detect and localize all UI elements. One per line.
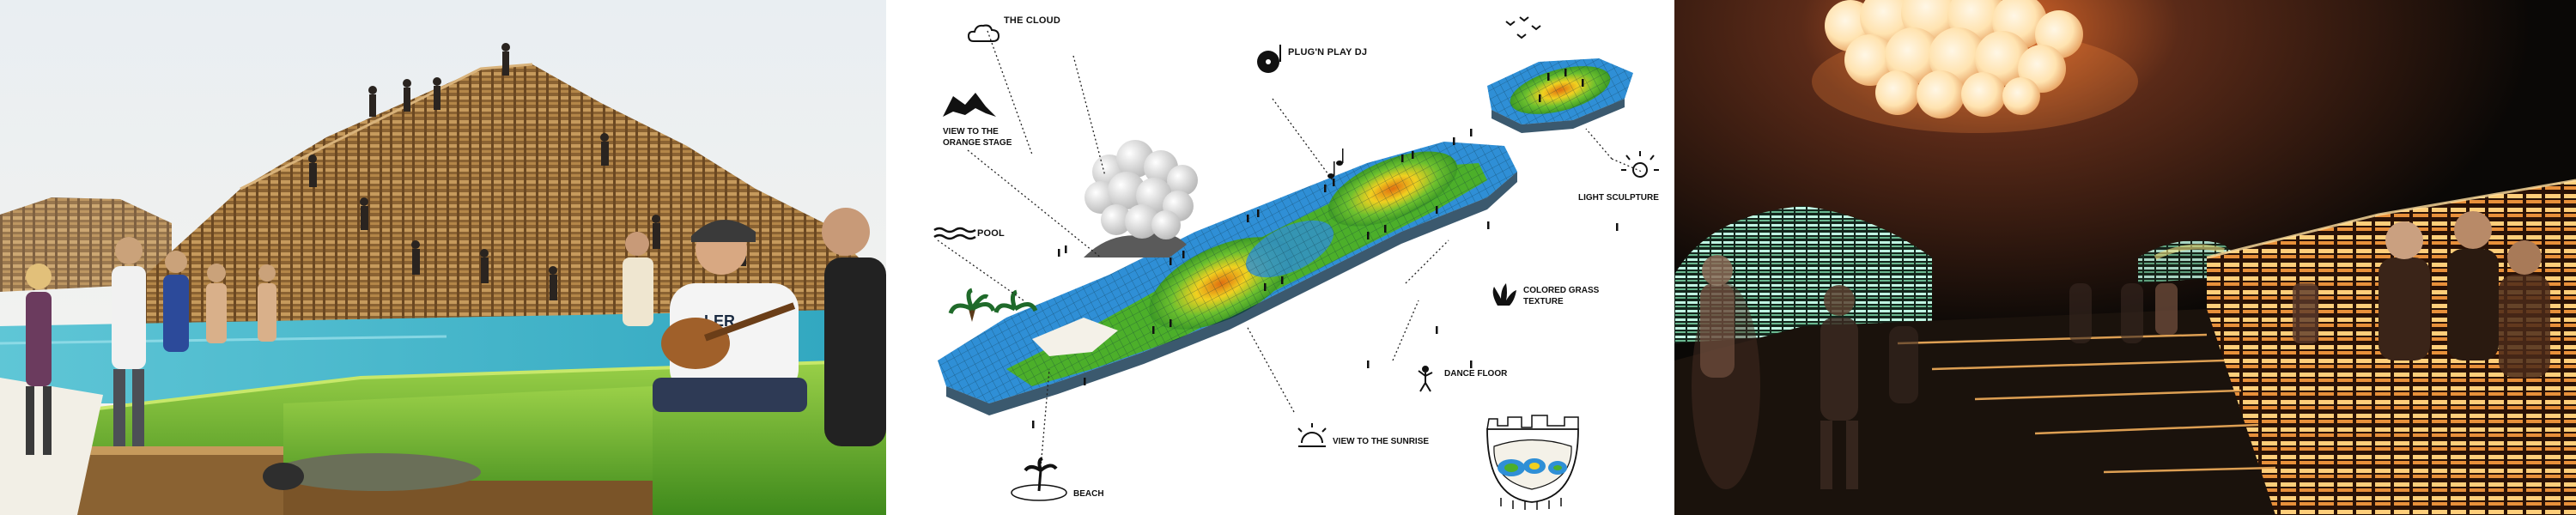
leader-lines	[937, 30, 1643, 469]
label-text: POOL	[977, 228, 1005, 239]
daytime-render-illustration: LER ER	[0, 0, 886, 515]
label-view-orange-stage: VIEW TO THE ORANGE STAGE	[943, 93, 1012, 148]
vinyl-record-icon	[1257, 45, 1281, 73]
label-text: PLUG'N PLAY DJ	[1288, 47, 1367, 58]
night-render-photo	[1674, 0, 2576, 515]
label-text-line-2: ORANGE STAGE	[943, 138, 1012, 148]
label-text: LIGHT SCULPTURE	[1578, 193, 1659, 203]
tent-stage-icon	[943, 93, 996, 117]
crowd-figures	[1032, 69, 1619, 428]
label-beach: BEACH	[1011, 457, 1104, 501]
label-text: DANCE FLOOR	[1444, 369, 1508, 379]
site-diagram-illustration: THE CLOUD PLUG'N PLAY DJ VIEW TO THE	[933, 15, 1659, 510]
label-text: BEACH	[1073, 489, 1104, 499]
light-sculpture-bulbs	[1812, 0, 2138, 133]
site-diagram: THE CLOUD PLUG'N PLAY DJ VIEW TO THE	[886, 0, 1674, 515]
sun-light-icon	[1621, 151, 1659, 178]
label-text: THE CLOUD	[1004, 15, 1060, 26]
island-main	[938, 142, 1517, 415]
dancer-icon	[1418, 366, 1433, 392]
music-notes-icon	[1327, 148, 1344, 179]
label-text-line-1: COLORED GRASS	[1523, 286, 1600, 295]
label-the-cloud: THE CLOUD	[967, 15, 1060, 42]
site-plan-inset	[1486, 415, 1579, 510]
label-light-sculpture: LIGHT SCULPTURE	[1578, 151, 1659, 203]
label-text: VIEW TO THE SUNRISE	[1333, 437, 1429, 446]
label-text-line-2: TEXTURE	[1523, 297, 1564, 306]
palm-trees	[948, 288, 1038, 322]
daytime-render-photo: LER ER	[0, 0, 886, 515]
label-pool: POOL	[933, 227, 1005, 240]
label-dance-floor: DANCE FLOOR	[1418, 366, 1508, 392]
balloon-cloud	[1084, 140, 1198, 258]
label-colored-grass: COLORED GRASS TEXTURE	[1492, 283, 1600, 306]
label-text-line-1: VIEW TO THE	[943, 127, 999, 136]
grass-tuft-icon	[1492, 283, 1516, 306]
label-view-sunrise: VIEW TO THE SUNRISE	[1297, 423, 1429, 447]
island-small	[1487, 58, 1633, 133]
birds-icon	[1505, 16, 1541, 39]
waves-icon	[933, 227, 976, 240]
night-render-illustration	[1674, 0, 2576, 515]
cloud-icon	[967, 24, 1000, 42]
palm-tree-icon	[1011, 457, 1067, 501]
label-plug-n-play-dj: PLUG'N PLAY DJ	[1257, 45, 1367, 179]
sunrise-icon	[1297, 423, 1327, 447]
